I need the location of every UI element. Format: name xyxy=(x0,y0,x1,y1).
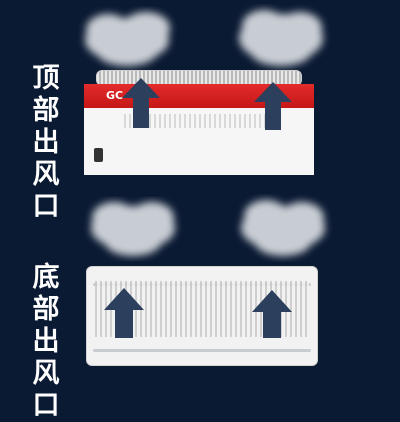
brand-text: GC xyxy=(106,89,124,102)
label-char: 风 xyxy=(32,358,60,389)
control-knob xyxy=(94,148,103,162)
label-char: 底 xyxy=(32,262,60,293)
label-char: 部 xyxy=(32,95,60,126)
up-arrow-icon xyxy=(254,82,292,130)
steam-cloud-icon xyxy=(91,202,175,256)
bottom-outlet-label: 底 部 出 风 口 xyxy=(28,262,64,422)
front-vents xyxy=(124,114,274,128)
label-char: 出 xyxy=(32,127,60,158)
up-arrow-icon xyxy=(252,290,292,338)
up-arrow-icon xyxy=(104,288,144,338)
top-outlet-panel: 顶 部 出 风 口 GC xyxy=(0,0,400,222)
label-char: 口 xyxy=(32,390,60,421)
up-arrow-icon xyxy=(122,78,160,128)
label-char: 风 xyxy=(32,159,60,190)
top-outlet-label: 顶 部 出 风 口 xyxy=(28,63,64,223)
label-char: 顶 xyxy=(32,63,60,94)
steam-cloud-icon xyxy=(85,12,170,66)
label-char: 口 xyxy=(32,191,60,222)
label-char: 出 xyxy=(32,326,60,357)
bottom-outlet-panel: 底 部 出 风 口 xyxy=(0,200,400,421)
steam-cloud-icon xyxy=(241,200,325,256)
steam-cloud-icon xyxy=(239,10,323,66)
label-char: 部 xyxy=(32,294,60,325)
unit-rail xyxy=(93,349,311,352)
